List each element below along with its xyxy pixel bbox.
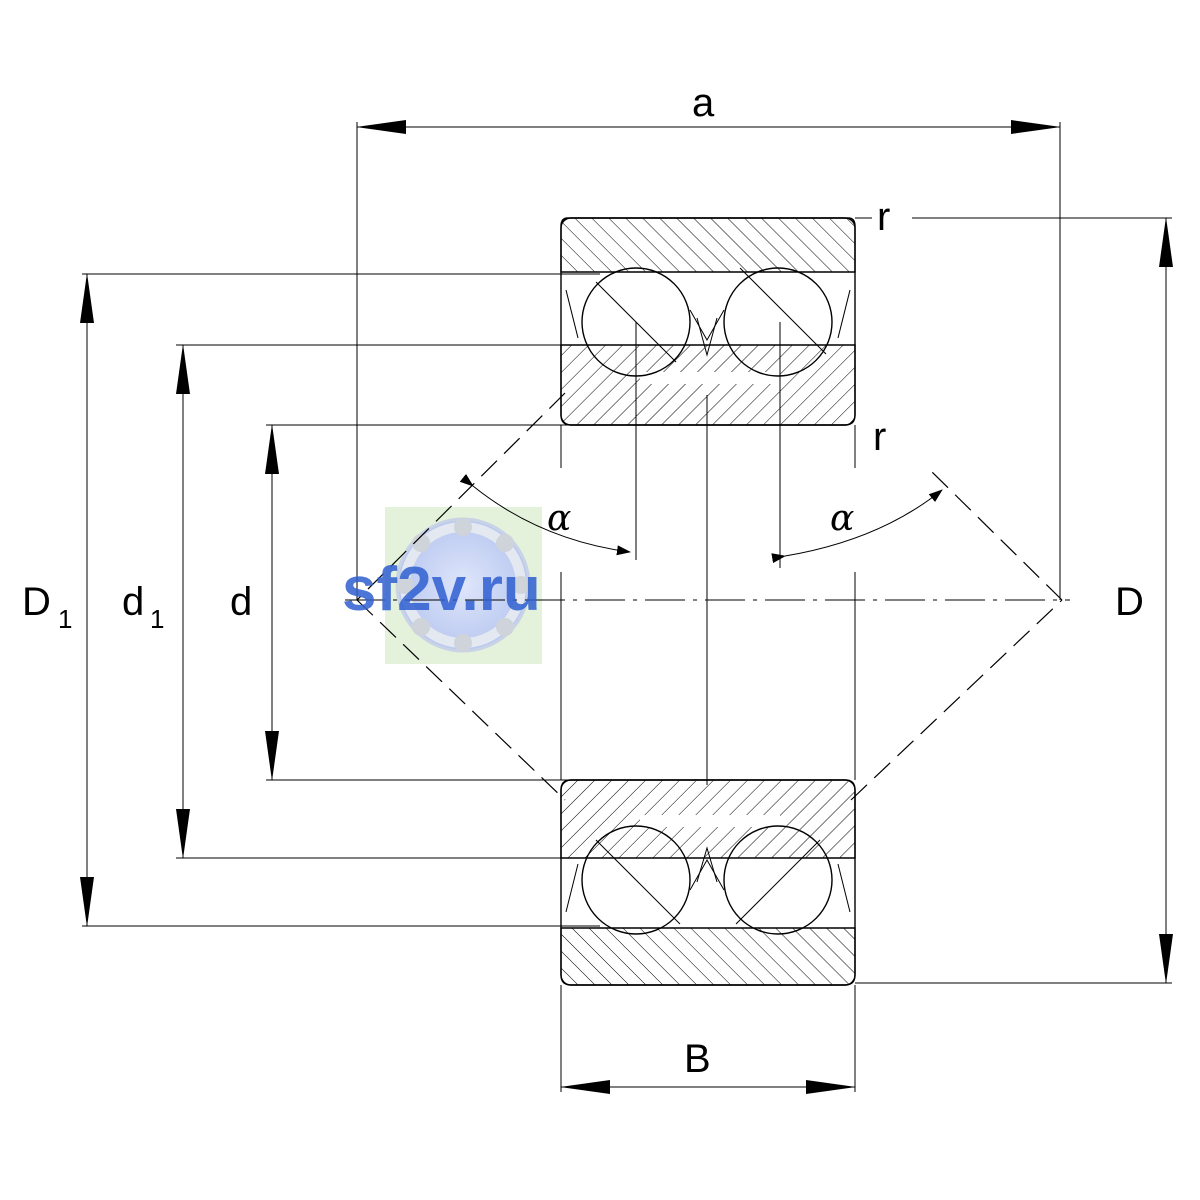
contact-line-ll	[356, 599, 566, 801]
label-a: a	[692, 81, 715, 125]
contact-line-ur	[929, 469, 1063, 601]
watermark-text: sf2v.ru	[342, 555, 541, 624]
label-r-mid: r	[873, 415, 886, 459]
contact-line-lr	[850, 599, 1063, 801]
lower-section	[560, 779, 856, 986]
alpha-arc-left	[459, 473, 631, 556]
alpha-arc-right	[771, 489, 943, 564]
label-alpha-left: α	[547, 498, 571, 539]
label-d1: d	[122, 580, 144, 624]
label-d1-sub: 1	[150, 604, 164, 634]
label-B: B	[684, 1037, 711, 1081]
label-D1: D	[22, 580, 51, 624]
label-D: D	[1115, 580, 1144, 624]
upper-section	[560, 217, 856, 426]
label-d: d	[230, 580, 252, 624]
label-r-top: r	[877, 195, 890, 239]
label-D1-sub: 1	[58, 604, 72, 634]
label-alpha-right: α	[830, 498, 854, 539]
